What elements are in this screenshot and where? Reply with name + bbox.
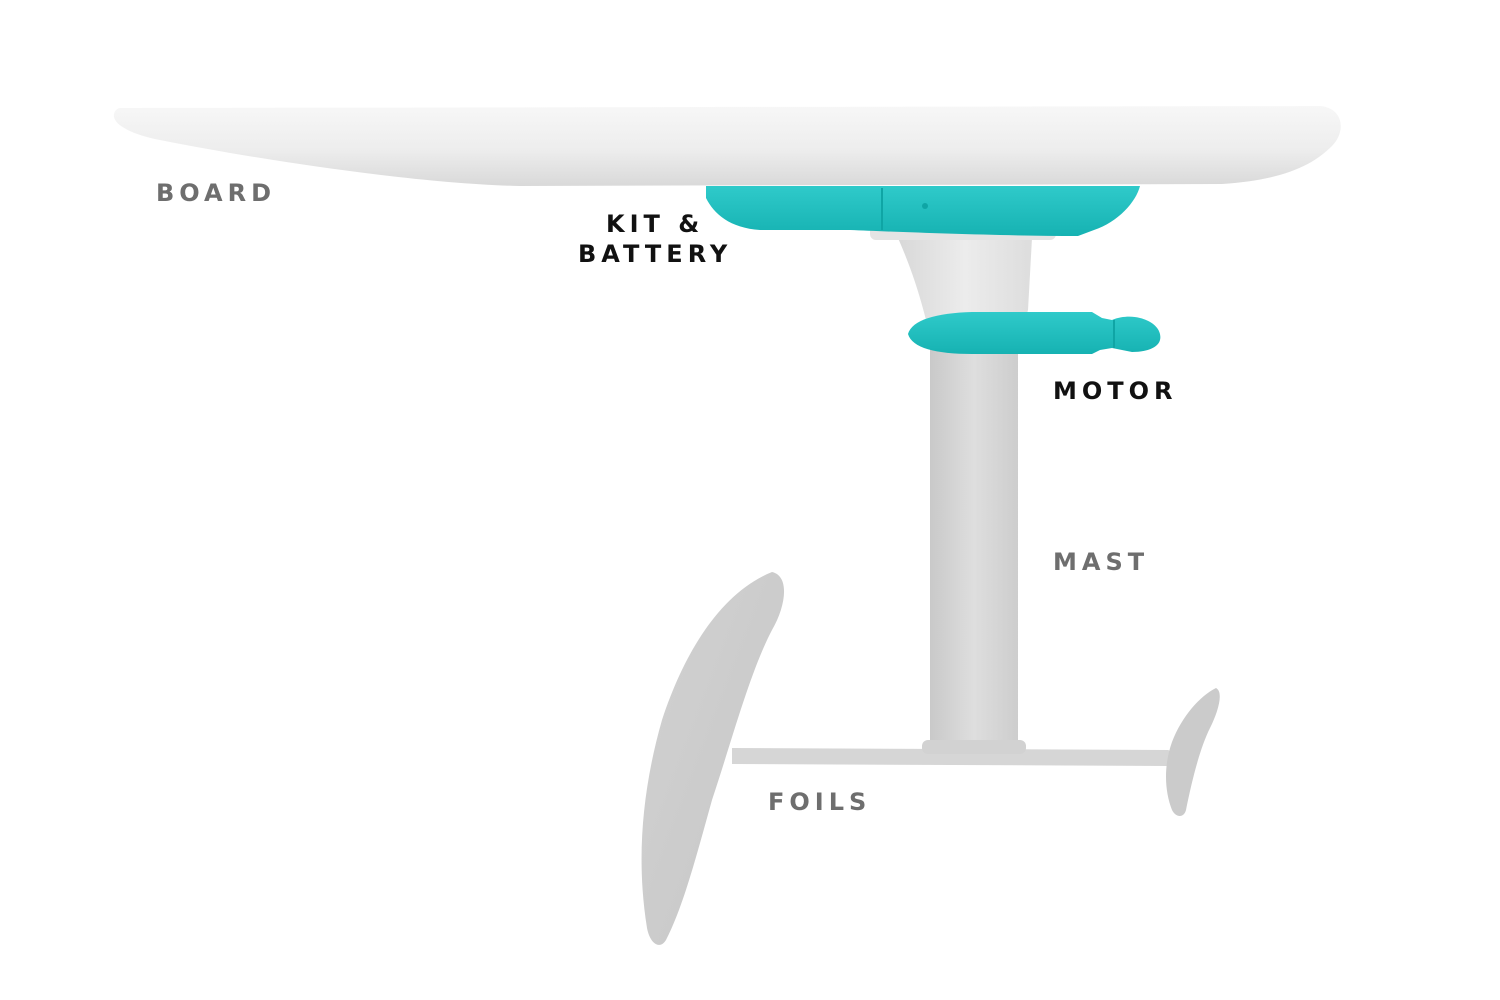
- label-mast: MAST: [1053, 547, 1149, 577]
- mast-base-plate: [922, 740, 1026, 754]
- label-board-text: BOARD: [156, 179, 277, 207]
- label-kit-battery: KIT & BATTERY: [578, 209, 732, 269]
- label-board: BOARD: [156, 178, 276, 208]
- mast: [930, 340, 1018, 745]
- fuselage: [732, 748, 1174, 766]
- battery-screw: [922, 203, 928, 209]
- front-wing: [641, 572, 785, 945]
- board: [113, 106, 1341, 186]
- label-foils: FOILS: [768, 787, 871, 817]
- motor-pod: [908, 312, 1161, 354]
- label-kit-battery-line1: KIT &: [606, 210, 705, 238]
- label-foils-text: FOILS: [768, 788, 872, 816]
- label-motor: MOTOR: [1053, 376, 1178, 406]
- rear-stabilizer: [1166, 688, 1220, 816]
- label-kit-battery-line2: BATTERY: [578, 240, 733, 268]
- label-motor-text: MOTOR: [1053, 377, 1178, 405]
- kit-battery-box: [706, 186, 1140, 236]
- label-mast-text: MAST: [1053, 548, 1150, 576]
